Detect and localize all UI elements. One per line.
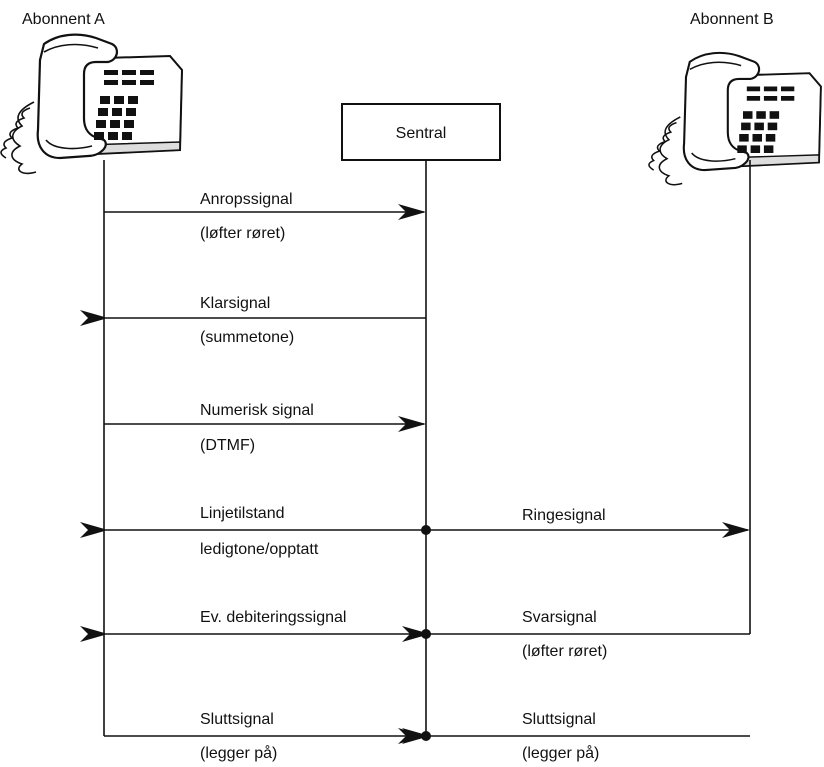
sub-sluttsignal-b: (legger på)	[522, 744, 599, 762]
label-sluttsignal-b: Sluttsignal	[522, 711, 596, 728]
telephone-a-icon	[0, 33, 184, 175]
sub-linjetilstand: ledigtone/opptatt	[200, 541, 319, 558]
label-ringesignal: Ringesignal	[522, 507, 606, 524]
exchange-box: Sentral	[341, 103, 501, 161]
junction-dot	[421, 731, 431, 741]
subscriber-b-label: Abonnent B	[690, 11, 774, 28]
junction-dot	[421, 629, 431, 639]
label-linjetilstand: Linjetilstand	[200, 505, 285, 522]
sub-anropssignal: (løfter røret)	[200, 225, 285, 242]
label-debiteringssignal: Ev. debiteringssignal	[200, 609, 346, 626]
sub-svarsignal: (løfter røret)	[522, 643, 607, 660]
subscriber-a-label: Abonnent A	[22, 11, 105, 28]
telephone-b-icon	[647, 51, 822, 186]
junction-dot	[421, 525, 431, 535]
sub-sluttsignal-a: (legger på)	[200, 744, 277, 762]
label-anropssignal: Anropssignal	[200, 191, 293, 208]
label-sluttsignal-a: Sluttsignal	[200, 711, 274, 728]
label-klarsignal: Klarsignal	[200, 295, 270, 312]
sub-numerisk-signal: (DTMF)	[200, 437, 255, 454]
exchange-label: Sentral	[396, 125, 447, 142]
sub-klarsignal: (summetone)	[200, 329, 294, 346]
label-numerisk-signal: Numerisk signal	[200, 402, 314, 419]
label-svarsignal: Svarsignal	[522, 609, 597, 626]
